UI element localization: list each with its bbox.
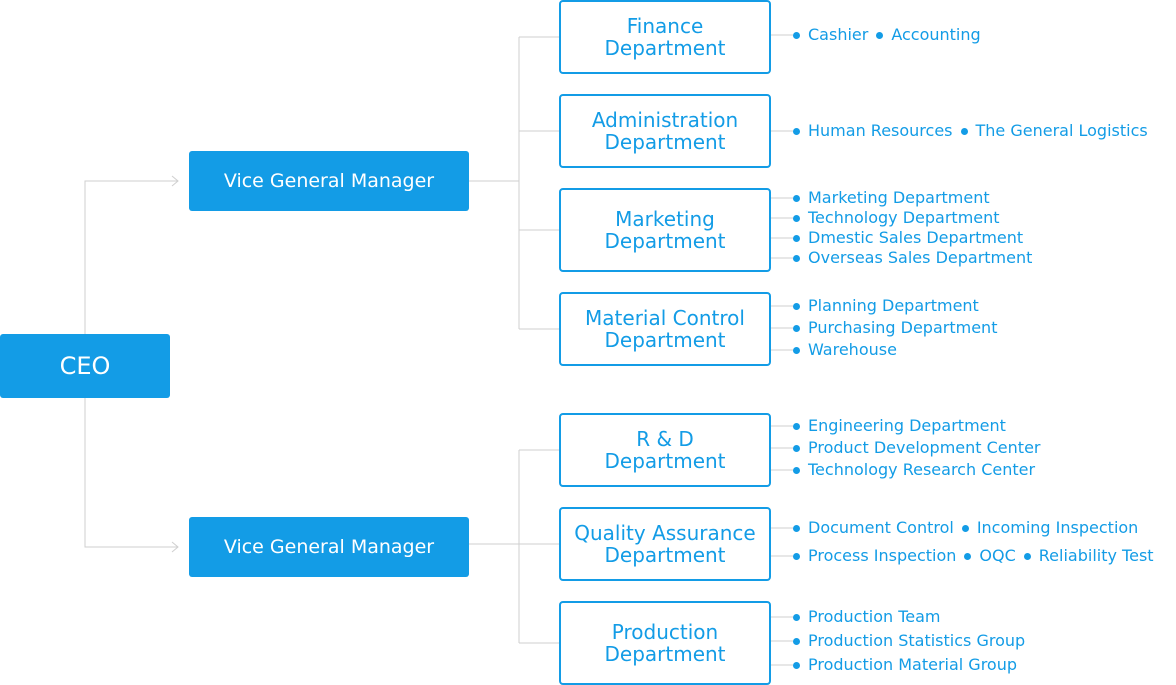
subunit-row: Technology Research Center <box>793 460 1035 480</box>
subunit-row: Production Material Group <box>793 655 1017 675</box>
finance-department-box: Finance Department <box>559 0 771 74</box>
rd-department-box: R & D Department <box>559 413 771 487</box>
bullet-icon <box>793 346 800 354</box>
subunit-row: Overseas Sales Department <box>793 248 1032 268</box>
dept-name-line: Department <box>604 642 726 666</box>
arrow-icon <box>171 541 179 553</box>
ceo-connector <box>84 180 178 334</box>
material-control-department-box: Material Control Department <box>559 292 771 366</box>
bullet-icon <box>793 324 800 332</box>
subunit-row: Dmestic Sales Department <box>793 228 1023 248</box>
bullet-icon <box>793 234 800 242</box>
marketing-department-box: Marketing Department <box>559 188 771 272</box>
bullet-icon <box>793 613 800 621</box>
bullet-icon <box>793 422 800 430</box>
vice-general-manager-box: Vice General Manager <box>189 517 469 577</box>
dept-name-line: Department <box>604 328 726 352</box>
bullet-icon <box>793 194 800 202</box>
subunit-label: Technology Research Center <box>808 460 1036 479</box>
subunit-label: Incoming Inspection <box>976 518 1139 537</box>
subunit-row: Cashier Accounting <box>793 25 981 45</box>
bullet-icon <box>793 254 800 262</box>
subunit-row: Marketing Department <box>793 188 990 208</box>
dept-name-line: Production <box>611 620 719 644</box>
subunit-label: Dmestic Sales Department <box>808 228 1024 247</box>
subunit-row: Warehouse <box>793 340 897 360</box>
arrow-icon <box>171 175 179 187</box>
dept-name-line: Department <box>604 130 726 154</box>
dept-name-line: Department <box>604 449 726 473</box>
subunit-row: Engineering Department <box>793 416 1006 436</box>
subunit-label: Accounting <box>891 25 981 44</box>
ceo-connector <box>84 398 178 548</box>
vice-general-manager-box: Vice General Manager <box>189 151 469 211</box>
subunit-label: Production Team <box>808 607 941 626</box>
dept-name-line: Quality Assurance <box>574 521 756 545</box>
subunit-row: Production Statistics Group <box>793 631 1025 651</box>
bullet-icon <box>793 637 800 645</box>
subunit-row: Document Control Incoming Inspection <box>793 518 1138 538</box>
bullet-icon <box>793 466 800 474</box>
ceo-box: CEO <box>0 334 170 398</box>
subunit-row: Human Resources The General Logistics <box>793 121 1148 141</box>
subunit-label: Planning Department <box>808 296 979 315</box>
subunit-row: Process Inspection OQC Reliability Test <box>793 546 1154 566</box>
subunit-label: Document Control <box>808 518 954 537</box>
bullet-icon <box>793 552 800 560</box>
administration-department-box: Administration Department <box>559 94 771 168</box>
subunit-label: Production Material Group <box>808 655 1018 674</box>
subunit-row: Planning Department <box>793 296 979 316</box>
subunit-label: Warehouse <box>808 340 897 359</box>
dept-name-line: Department <box>604 229 726 253</box>
bullet-icon <box>961 524 969 532</box>
subunit-label: The General Logistics <box>975 121 1148 140</box>
dept-name-line: Administration <box>591 108 739 132</box>
bullet-icon <box>793 444 800 452</box>
bullet-icon <box>1023 552 1031 560</box>
dept-name-line: Department <box>604 543 726 567</box>
dept-name-line: Finance <box>626 14 704 38</box>
subunit-label: Production Statistics Group <box>808 631 1026 650</box>
bullet-icon <box>964 552 972 560</box>
subunit-label: Process Inspection <box>808 546 957 565</box>
subunit-label: OQC <box>979 546 1016 565</box>
dept-name-line: R & D <box>636 427 694 451</box>
bullet-icon <box>793 524 800 532</box>
subunit-label: Technology Department <box>808 208 1000 227</box>
subunit-label: Marketing Department <box>808 188 990 207</box>
quality-assurance-department-box: Quality Assurance Department <box>559 507 771 581</box>
subunit-row: Technology Department <box>793 208 1000 228</box>
subunit-label: Product Development Center <box>808 438 1041 457</box>
bullet-icon <box>960 127 968 135</box>
dept-name-line: Marketing <box>615 207 715 231</box>
vice-general-manager-label: Vice General Manager <box>223 170 435 192</box>
production-department-box: Production Department <box>559 601 771 685</box>
subunit-label: Reliability Test <box>1038 546 1154 565</box>
subunit-label: Cashier <box>808 25 869 44</box>
subunit-label: Purchasing Department <box>808 318 998 337</box>
vice-general-manager-label: Vice General Manager <box>223 536 435 558</box>
subunit-label: Engineering Department <box>808 416 1006 435</box>
subunit-row: Product Development Center <box>793 438 1040 458</box>
bullet-icon <box>876 31 884 39</box>
dept-name-line: Material Control <box>585 306 745 330</box>
subunit-row: Production Team <box>793 607 941 627</box>
ceo-label: CEO <box>59 352 111 380</box>
bullet-icon <box>793 127 800 135</box>
bullet-icon <box>793 214 800 222</box>
subunit-row: Purchasing Department <box>793 318 997 338</box>
dept-name-line: Department <box>604 36 726 60</box>
bullet-icon <box>793 661 800 669</box>
bullet-icon <box>793 302 800 310</box>
bullet-icon <box>793 31 800 39</box>
subunit-label: Human Resources <box>808 121 953 140</box>
subunit-label: Overseas Sales Department <box>808 248 1033 267</box>
